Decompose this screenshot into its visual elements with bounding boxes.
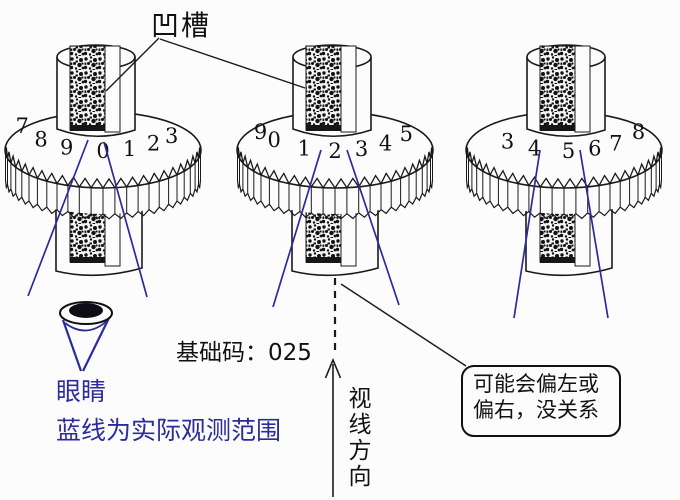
dial-number: 5 — [562, 139, 575, 163]
dial-number: 5 — [400, 122, 413, 146]
dial-number: 9 — [60, 135, 73, 159]
dial-number: 3 — [165, 124, 178, 148]
dial-number: 1 — [298, 137, 311, 161]
groove-slot — [305, 45, 342, 131]
dial-number: 8 — [632, 120, 645, 144]
note-box-line1: 可能会偏左或 — [473, 372, 599, 396]
dial-number: 7 — [16, 114, 29, 138]
dial-number: 0 — [268, 128, 281, 152]
note-box-line2: 偏右，没关系 — [473, 397, 599, 422]
up-arrow-icon — [324, 357, 342, 497]
dial-number: 9 — [254, 120, 267, 144]
observation-line — [513, 149, 541, 319]
dial-number: 0 — [96, 139, 109, 163]
groove-slot — [539, 45, 576, 131]
base-code-label: 基础码：025 — [176, 340, 312, 366]
dial-number: 8 — [34, 127, 47, 151]
dial-number: 1 — [123, 137, 136, 161]
note-box: 可能会偏左或 偏右，没关系 — [461, 365, 621, 437]
observation-line — [272, 149, 322, 308]
dial-number: 2 — [328, 139, 341, 163]
sight-direction-label: 视线方向 — [344, 386, 370, 490]
dial-number: 4 — [379, 132, 392, 156]
note-connector-line — [340, 283, 467, 367]
dial-number: 3 — [501, 130, 514, 154]
dial-number: 2 — [147, 132, 160, 156]
annotation-layer — [59, 37, 467, 497]
eye-icon — [59, 301, 113, 372]
observation-line — [27, 139, 89, 297]
eye-label: 眼睛 — [56, 377, 107, 406]
blue-range-label: 蓝线为实际观测范围 — [56, 416, 282, 445]
observation-line — [346, 149, 400, 306]
observation-line — [579, 149, 609, 319]
dial-number: 3 — [355, 137, 368, 161]
groove-label: 凹槽 — [151, 9, 212, 42]
groove-slot — [69, 45, 106, 131]
dial-number: 4 — [528, 137, 541, 161]
dial-number: 6 — [588, 137, 601, 161]
dial-number: 7 — [609, 131, 622, 155]
observation-line — [103, 141, 148, 298]
groove-pointer-lines — [105, 37, 306, 92]
